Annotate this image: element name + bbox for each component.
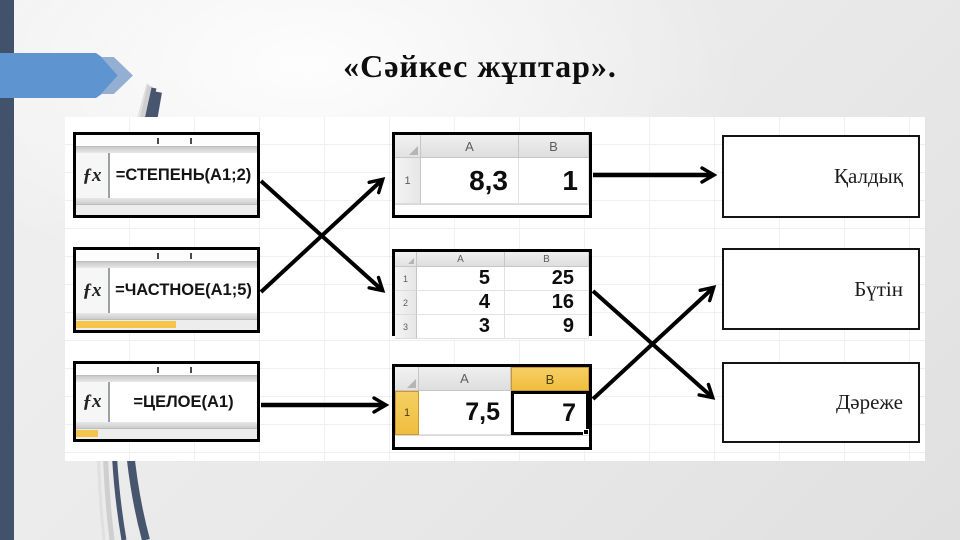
cell-a1: 8,3 [421, 158, 519, 204]
corner-triangle-icon [408, 258, 414, 264]
cell-a1: 7,5 [419, 391, 511, 435]
cell-a1: 5 [417, 267, 505, 291]
select-all-corner [395, 135, 421, 158]
ruler-ticks [76, 135, 257, 146]
sheet-2: A B 1 5 25 2 4 16 3 3 9 [392, 249, 592, 339]
row-header: 1 [395, 267, 417, 291]
cell-a2: 4 [417, 291, 505, 315]
sheet-3: A B 1 7,5 7 [392, 364, 592, 450]
row-header: 1 [395, 158, 421, 204]
cell-b3: 9 [505, 315, 589, 339]
fx-icon: ƒx [76, 153, 110, 198]
column-header: A [419, 367, 511, 391]
select-all-corner [395, 252, 417, 267]
fill-handle [583, 429, 589, 435]
column-header: A [421, 135, 519, 158]
corner-triangle-icon [407, 379, 416, 388]
row-header: 2 [395, 291, 417, 315]
corner-triangle-icon [409, 146, 418, 155]
column-header: B [519, 135, 589, 158]
formula-box-stepen: ƒx =СТЕПЕНЬ(A1;2) [73, 132, 260, 218]
cell-b1-selected: 7 [511, 391, 589, 435]
left-accent-bar [0, 0, 14, 540]
cell-a3: 3 [417, 315, 505, 339]
answer-label: Қалдық [834, 164, 903, 188]
formula-text: =ЧАСТНОЕ(A1;5) [115, 281, 252, 299]
fx-icon: ƒx [76, 382, 110, 422]
formula-text: =СТЕПЕНЬ(A1;2) [115, 166, 252, 184]
cell-b2: 16 [505, 291, 589, 315]
formula-text: =ЦЕЛОЕ(A1) [133, 392, 234, 411]
ruler-ticks [76, 250, 257, 261]
answer-box-kaldyk: Қалдық [722, 135, 920, 218]
answer-box-butin: Бүтін [722, 248, 920, 330]
row-header: 3 [395, 315, 417, 339]
answer-box-dareje: Дәреже [722, 362, 920, 443]
column-header: A [417, 252, 505, 267]
row-header-selected: 1 [395, 391, 419, 435]
cell-b1: 25 [505, 267, 589, 291]
column-header-selected: B [511, 367, 589, 391]
formula-box-tseloe: ƒx =ЦЕЛОЕ(A1) [73, 361, 260, 442]
answer-label: Бүтін [854, 276, 903, 301]
ruler-ticks [76, 364, 257, 375]
slide-title: «Сәйкес жұптар». [343, 48, 617, 84]
yellow-progress-strip [76, 430, 98, 437]
column-header: B [505, 252, 589, 267]
formula-box-chastnoe: ƒx =ЧАСТНОЕ(A1;5) [73, 247, 260, 333]
yellow-progress-strip [76, 321, 176, 328]
cell-b1: 1 [519, 158, 589, 204]
fx-icon: ƒx [76, 268, 110, 313]
sheet-1: A B 1 8,3 1 [392, 132, 592, 218]
select-all-corner [395, 367, 419, 391]
answer-label: Дәреже [835, 390, 903, 414]
